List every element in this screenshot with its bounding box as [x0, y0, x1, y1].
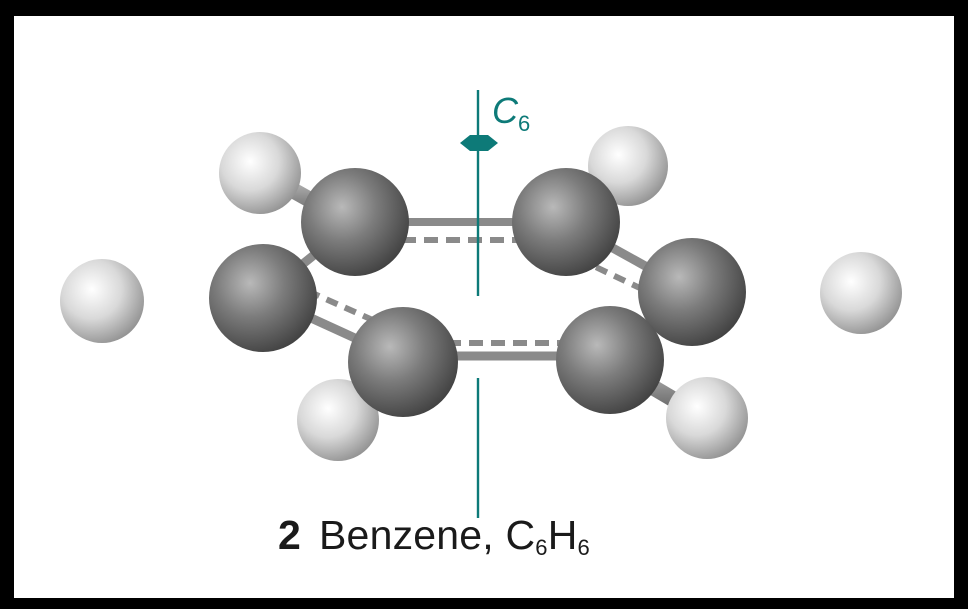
- carbon-atom: [512, 168, 620, 276]
- axis-order: 6: [518, 111, 530, 136]
- carbon-atom: [348, 307, 458, 417]
- molecule-formula: C6H6: [505, 512, 590, 560]
- molecule-name: Benzene,: [319, 512, 494, 558]
- carbon-atoms: [209, 168, 746, 417]
- axis-label: C6: [492, 90, 530, 136]
- hydrogen-atom: [666, 377, 748, 459]
- carbon-atom: [301, 168, 409, 276]
- hydrogen-atom: [297, 379, 379, 461]
- sixfold-axis-marker: [460, 135, 498, 151]
- molecule-caption: 2 Benzene, C6H6: [278, 512, 590, 561]
- molecule-number: 2: [278, 512, 302, 558]
- hydrogen-atoms: [60, 126, 902, 461]
- carbon-atom: [209, 244, 317, 352]
- hydrogen-atom: [588, 126, 668, 206]
- axis-symbol: C: [492, 90, 519, 131]
- carbon-atom: [556, 306, 664, 414]
- hydrogen-atom: [60, 259, 144, 343]
- carbon-atom: [638, 238, 746, 346]
- hydrogen-atom: [219, 132, 301, 214]
- hydrogen-atom: [820, 252, 902, 334]
